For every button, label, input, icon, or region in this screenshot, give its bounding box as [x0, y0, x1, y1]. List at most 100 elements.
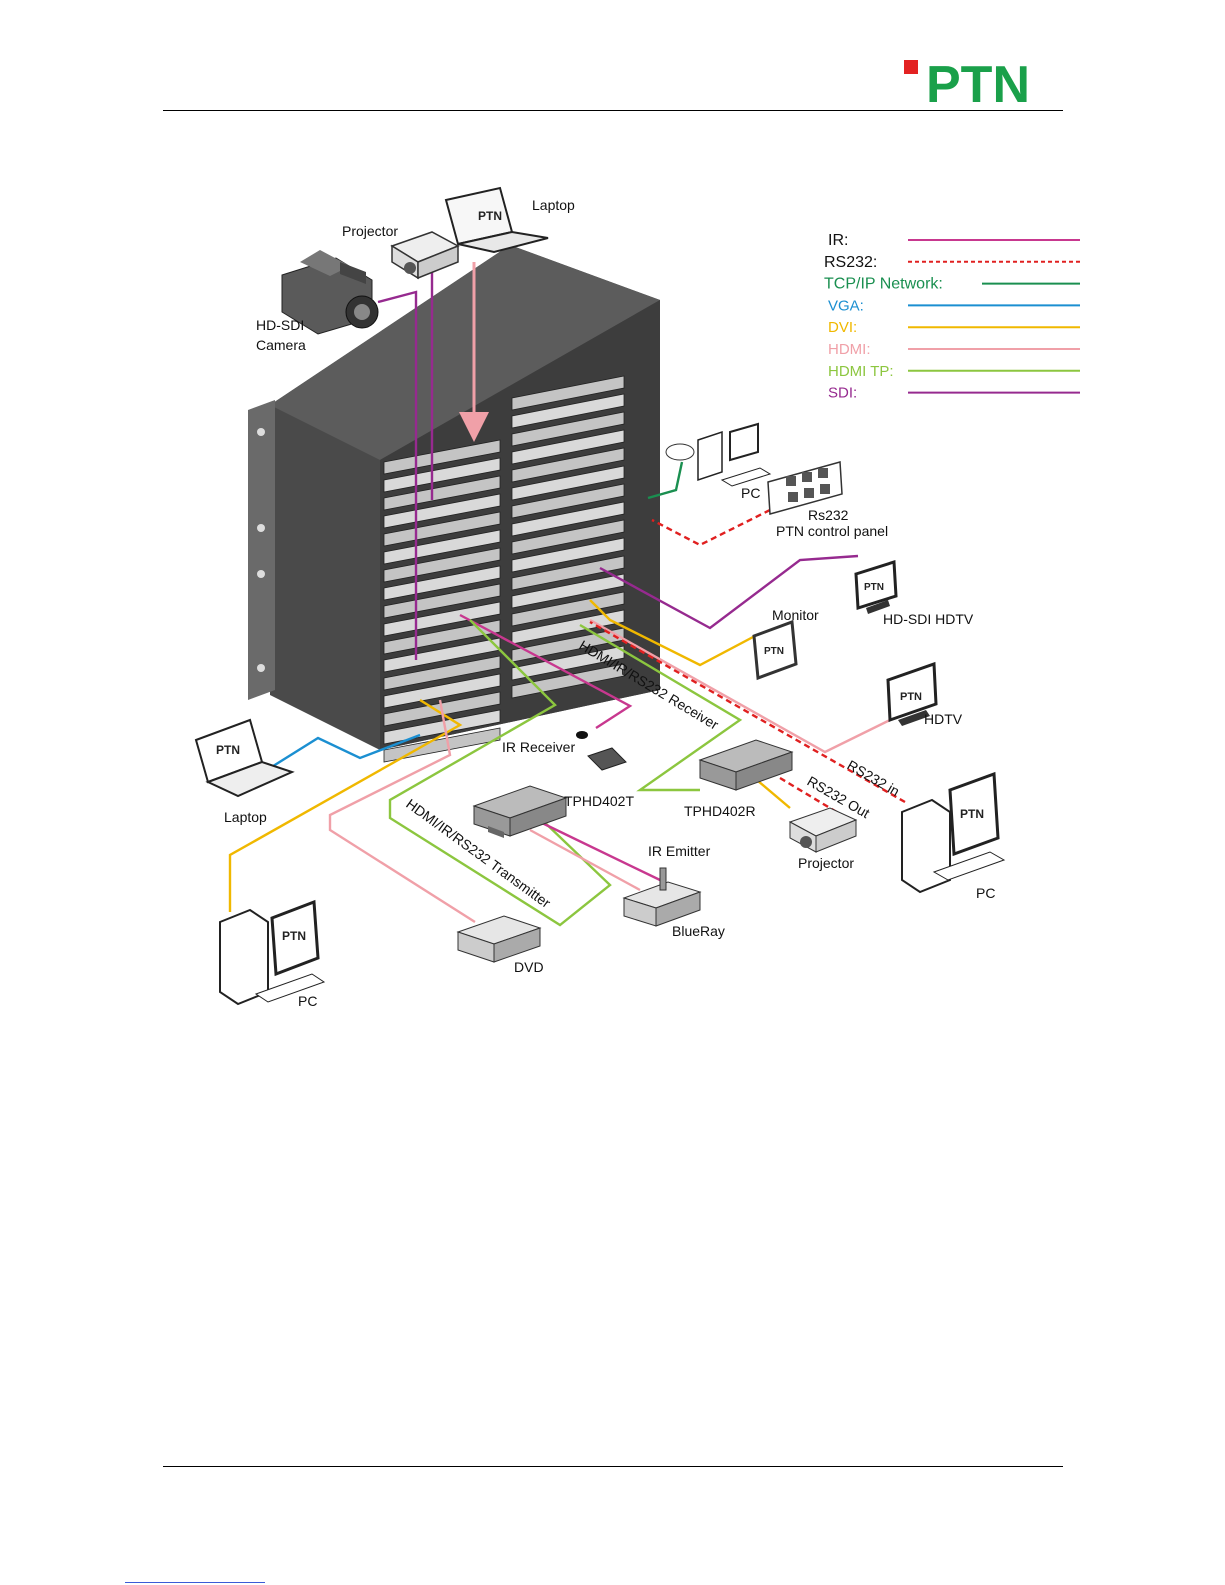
pc-left-screen-text: PTN [282, 929, 306, 943]
ir-emitter-label: IR Emitter [648, 843, 711, 859]
tphd402r-receiver [698, 739, 794, 791]
dvi-cable-monitor [589, 599, 756, 667]
legend-label-7: SDI: [828, 385, 857, 402]
header-rule [163, 110, 1063, 111]
io-card-slot [511, 645, 625, 681]
io-card-slot [383, 655, 501, 691]
io-card-slot [511, 501, 625, 537]
io-card-slot [511, 465, 625, 501]
pc-left-label: PC [298, 993, 317, 1009]
blueray-label: BlueRay [672, 923, 725, 939]
io-card-slot [511, 555, 625, 591]
hd-sdi-hdtv-screen-text: PTN [864, 582, 884, 593]
rs232-control-panel [767, 461, 843, 515]
hd-sdi-hdtv: PTN [854, 559, 898, 614]
sdi-hdtv-label: HD-SDI HDTV [883, 611, 974, 627]
io-card-slot [511, 537, 625, 573]
io-card-slots [383, 375, 625, 763]
legend-label-2: TCP/IP Network: [824, 276, 943, 293]
io-card-slot [383, 439, 501, 475]
io-card-slot [511, 411, 625, 447]
hdtv-label: HDTV [924, 711, 963, 727]
dvd-player [456, 915, 542, 963]
io-card-slot [511, 609, 625, 645]
ir-cable-receiver [459, 613, 633, 730]
ir-receiver [576, 731, 627, 771]
hdmitp-cable-receiver [579, 623, 743, 792]
laptop-left-screen-text: PTN [216, 743, 240, 757]
monitor: PTN [752, 619, 798, 681]
sdi-cable-hdtv [599, 554, 859, 630]
ir-cable-emitter [539, 820, 661, 882]
camera-label-line1: HD-SDI [256, 317, 304, 333]
io-card-slot [383, 475, 501, 511]
hdmi-cable-hdtv [589, 618, 891, 754]
legend-label-1: RS232: [824, 254, 877, 271]
pc-right-screen-text: PTN [960, 807, 984, 821]
dvd-label: DVD [514, 959, 544, 975]
projector-top-label: Projector [342, 223, 398, 239]
hdtv-screen-text: PTN [900, 691, 922, 703]
io-card-slot [383, 493, 501, 529]
io-card-slot [383, 457, 501, 493]
rs232-cable-panel [651, 508, 771, 547]
tphd402t-transmitter [472, 785, 568, 838]
monitor-label: Monitor [772, 607, 819, 623]
io-card-slot [511, 375, 625, 411]
dvi-cable-pc [228, 698, 463, 912]
rs232-cable-pc [589, 620, 906, 804]
tphd402r-label: TPHD402R [684, 803, 756, 819]
pc-network-label: PC [741, 485, 760, 501]
logo-red-square [904, 60, 918, 74]
io-card-slot [511, 519, 625, 555]
matrix-switcher [248, 245, 660, 763]
network-cloud [665, 443, 695, 461]
hd-sdi-camera [281, 250, 379, 335]
io-card-slot [383, 547, 501, 583]
legend-label-5: HDMI: [828, 341, 871, 358]
pc-right-label: PC [976, 885, 995, 901]
camera-label-line2: Camera [256, 337, 306, 353]
io-card-slot [383, 601, 501, 637]
hdmi-cable-blueray [529, 828, 641, 892]
io-card-slot [383, 619, 501, 655]
io-card-slot [383, 709, 501, 745]
laptop-top: PTN [444, 186, 549, 254]
rs232-panel-label-line2: PTN control panel [776, 523, 888, 539]
legend: IR:RS232:TCP/IP Network:VGA:DVI:HDMI:HDM… [824, 232, 1080, 402]
io-card-slot [383, 583, 501, 619]
ir-receiver-label: IR Receiver [502, 739, 575, 755]
laptop-left-label: Laptop [224, 809, 267, 825]
io-card-slot [511, 483, 625, 519]
pc-network [665, 422, 772, 487]
tphd402t-label: TPHD402T [564, 793, 634, 809]
footer-link-underline [125, 1582, 265, 1583]
io-card-slot [383, 727, 501, 763]
ptn-logo: PTN [904, 60, 1030, 104]
rack-ear-left [248, 400, 275, 700]
io-card-slot [383, 529, 501, 565]
io-card-slot [511, 393, 625, 429]
legend-label-6: HDMI TP: [828, 363, 894, 380]
pc-left: PTN [219, 899, 326, 1006]
laptop-top-screen-text: PTN [478, 209, 502, 223]
projector-right-label: Projector [798, 855, 854, 871]
sdi-cable-camera [377, 290, 418, 660]
io-card-slot [511, 573, 625, 609]
io-card-slot [383, 673, 501, 709]
ir-emitter [659, 867, 667, 891]
legend-label-4: DVI: [828, 319, 857, 336]
hdmitp-cable-transmitter [388, 619, 612, 927]
io-card-slot [511, 447, 625, 483]
vga-cable-laptop [269, 733, 421, 770]
io-card-slot [383, 565, 501, 601]
projector-right [788, 807, 858, 853]
blueray-player [622, 867, 702, 927]
io-card-slot [383, 511, 501, 547]
io-card-slot [511, 591, 625, 627]
projector-top [390, 231, 460, 280]
laptop-top-label: Laptop [532, 197, 575, 213]
rs232-panel-label-line1: Rs232 [808, 507, 849, 523]
laptop-left: PTN [194, 718, 295, 798]
